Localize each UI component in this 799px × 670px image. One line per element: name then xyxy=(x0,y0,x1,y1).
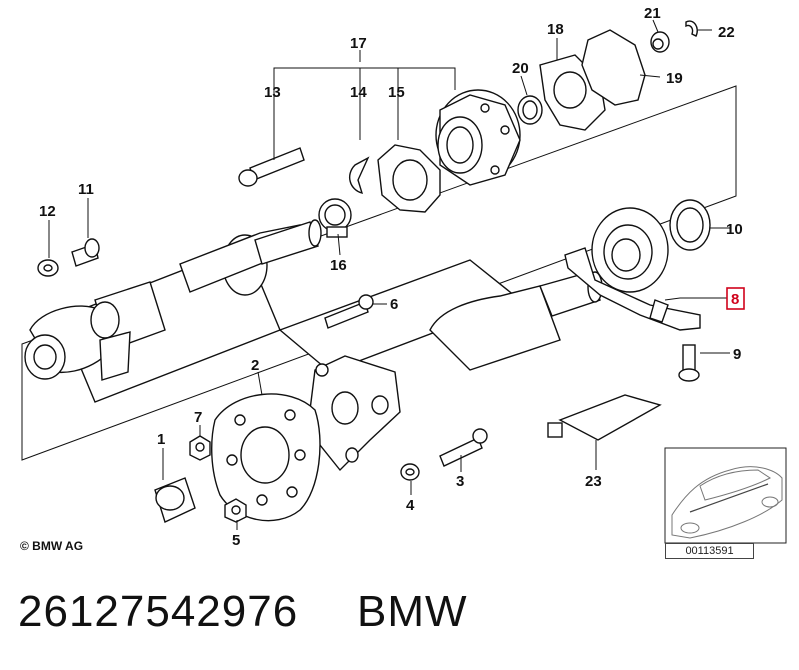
callout-10: 10 xyxy=(726,221,743,238)
callout-15: 15 xyxy=(388,84,405,101)
nut-5 xyxy=(224,498,247,523)
callout-8: 8 xyxy=(731,291,739,308)
drive-shaft xyxy=(24,219,603,472)
callout-19: 19 xyxy=(666,70,683,87)
seal-ring xyxy=(669,199,711,251)
hose-clamp-16 xyxy=(318,198,352,238)
flex-disc xyxy=(211,393,321,522)
callout-16: 16 xyxy=(330,257,347,274)
vehicle-thumbnail xyxy=(664,447,787,544)
callout-11: 11 xyxy=(78,181,94,198)
callout-1: 1 xyxy=(157,431,165,448)
callouts: 17 13 14 15 18 21 22 20 19 11 12 10 16 6… xyxy=(39,5,745,549)
bolt-13 xyxy=(238,147,305,187)
washer-12 xyxy=(37,259,59,277)
callout-21: 21 xyxy=(644,5,661,22)
callout-3: 3 xyxy=(456,473,464,490)
callout-5: 5 xyxy=(232,532,240,549)
ring-20 xyxy=(517,95,543,125)
flange-coupling xyxy=(435,89,521,186)
callout-13: 13 xyxy=(264,84,281,101)
callout-23: 23 xyxy=(585,473,602,490)
callout-9: 9 xyxy=(733,346,741,363)
circlip-14 xyxy=(348,156,370,194)
bolt-3 xyxy=(439,428,488,467)
nut-7 xyxy=(189,435,211,461)
washer-4 xyxy=(400,463,420,481)
callout-12: 12 xyxy=(39,203,56,220)
callout-20: 20 xyxy=(512,60,529,77)
bushing-21 xyxy=(650,31,670,53)
callout-4: 4 xyxy=(406,497,415,514)
bolt-9 xyxy=(678,344,700,382)
callout-17: 17 xyxy=(350,35,367,52)
grease-tube-23 xyxy=(547,394,662,441)
callout-18: 18 xyxy=(547,21,564,38)
brand-name: BMW xyxy=(357,587,468,636)
callout-14: 14 xyxy=(350,84,367,101)
reference-number: 00113591 xyxy=(665,543,754,559)
gasket-19 xyxy=(581,29,646,106)
callout-22: 22 xyxy=(718,24,735,41)
callout-8-highlight-box xyxy=(726,287,745,310)
center-bearing xyxy=(564,207,701,331)
bolt-6 xyxy=(324,294,374,329)
sleeve-1 xyxy=(154,477,196,523)
callout-7: 7 xyxy=(194,409,202,426)
snap-ring-22 xyxy=(685,20,698,37)
leader-lines xyxy=(48,19,730,530)
gasket-15 xyxy=(377,144,441,213)
copyright-notice: © BMW AG xyxy=(20,539,84,553)
bolt-11 xyxy=(71,238,100,267)
callout-2: 2 xyxy=(251,357,259,374)
callout-6: 6 xyxy=(390,296,398,313)
part-number: 26127542976 xyxy=(18,587,299,636)
